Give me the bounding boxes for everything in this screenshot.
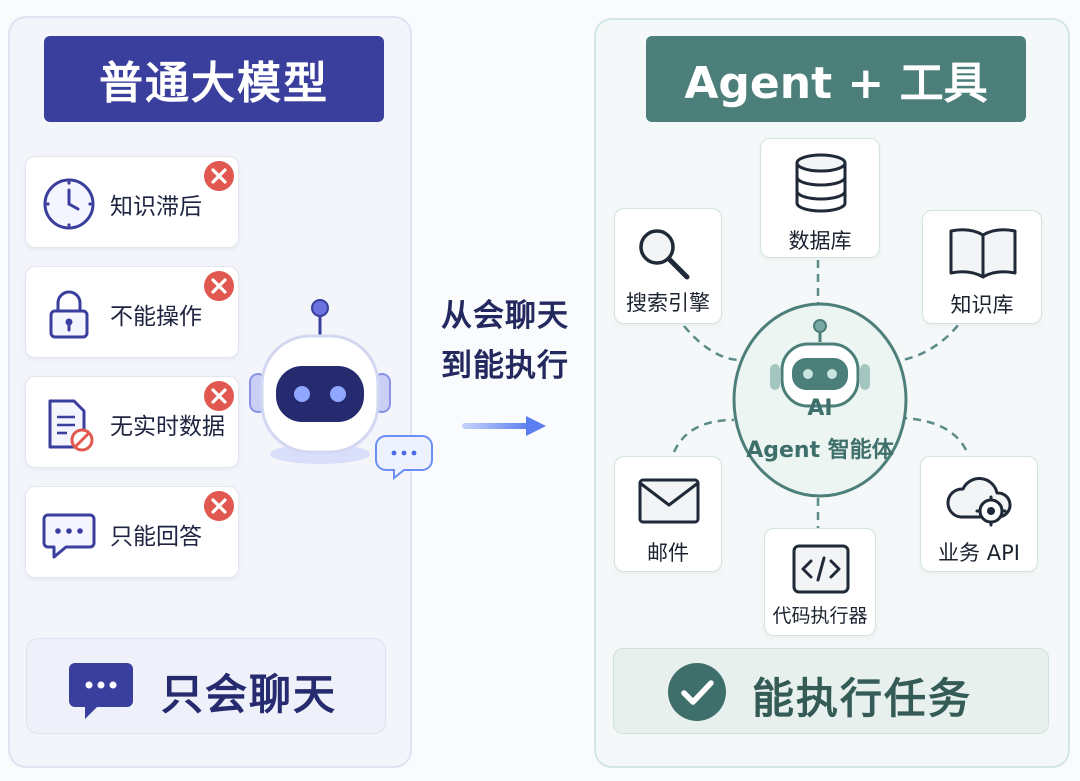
tool-card-search-engine: 搜索引擎 xyxy=(614,208,722,324)
check-circle-icon xyxy=(668,663,726,721)
cross-icon xyxy=(204,271,234,301)
limitation-card-no-operation: 不能操作 xyxy=(25,266,239,358)
cloud-gear-icon xyxy=(946,477,1012,527)
limitation-card-answer-only: 只能回答 xyxy=(25,486,239,578)
limitation-label: 知识滞后 xyxy=(110,194,202,220)
tool-label: 搜索引擎 xyxy=(626,291,710,315)
mail-icon xyxy=(638,478,700,524)
tool-card-email: 邮件 xyxy=(614,456,722,572)
cross-icon xyxy=(204,491,234,521)
clock-icon xyxy=(43,178,95,230)
document-blocked-icon xyxy=(48,399,94,452)
llm-summary-label: 只会聊天 xyxy=(161,670,338,719)
book-icon xyxy=(949,228,1017,279)
chat-bubble-icon xyxy=(42,513,96,559)
transition-text-line1: 从会聊天 xyxy=(441,298,569,334)
agent-summary-box: 能执行任务 xyxy=(613,648,1049,734)
llm-title: 普通大模型 xyxy=(44,36,384,122)
limitation-label: 无实时数据 xyxy=(110,414,225,440)
tool-label: 代码执行器 xyxy=(772,605,868,627)
limitation-card-no-realtime-data: 无实时数据 xyxy=(25,376,239,468)
llm-summary-box: 只会聊天 xyxy=(26,638,386,734)
tool-card-code-executor: 代码执行器 xyxy=(764,528,876,636)
code-icon xyxy=(792,544,850,594)
tool-card-knowledge-base: 知识库 xyxy=(922,210,1042,324)
database-icon xyxy=(795,153,847,213)
cross-icon xyxy=(204,161,234,191)
robot-icon xyxy=(249,299,433,480)
tool-card-business-api: 业务 API xyxy=(920,456,1038,572)
tool-label: 邮件 xyxy=(647,541,689,565)
limitation-label: 只能回答 xyxy=(110,524,202,550)
agent-ai-badge: AI xyxy=(807,396,833,421)
agent-center-label: Agent 智能体 xyxy=(746,438,894,463)
tool-label: 知识库 xyxy=(950,293,1014,317)
tool-label: 数据库 xyxy=(788,229,852,253)
agent-core-icon xyxy=(732,302,908,498)
lock-icon xyxy=(49,290,89,339)
tool-card-database: 数据库 xyxy=(760,138,880,258)
transition-text-line2: 到能执行 xyxy=(441,348,569,384)
agent-summary-label: 能执行任务 xyxy=(752,674,973,723)
connector-lines xyxy=(672,260,968,530)
limitation-card-knowledge-lag: 知识滞后 xyxy=(25,156,239,248)
speech-bubble-icon xyxy=(375,435,433,480)
chat-bubble-icon xyxy=(69,663,133,719)
search-icon xyxy=(639,229,690,280)
cross-icon xyxy=(204,381,234,411)
tool-label: 业务 API xyxy=(938,541,1020,565)
right-arrow-icon xyxy=(462,416,546,436)
agent-title: Agent + 工具 xyxy=(646,36,1026,122)
limitation-label: 不能操作 xyxy=(110,304,202,330)
